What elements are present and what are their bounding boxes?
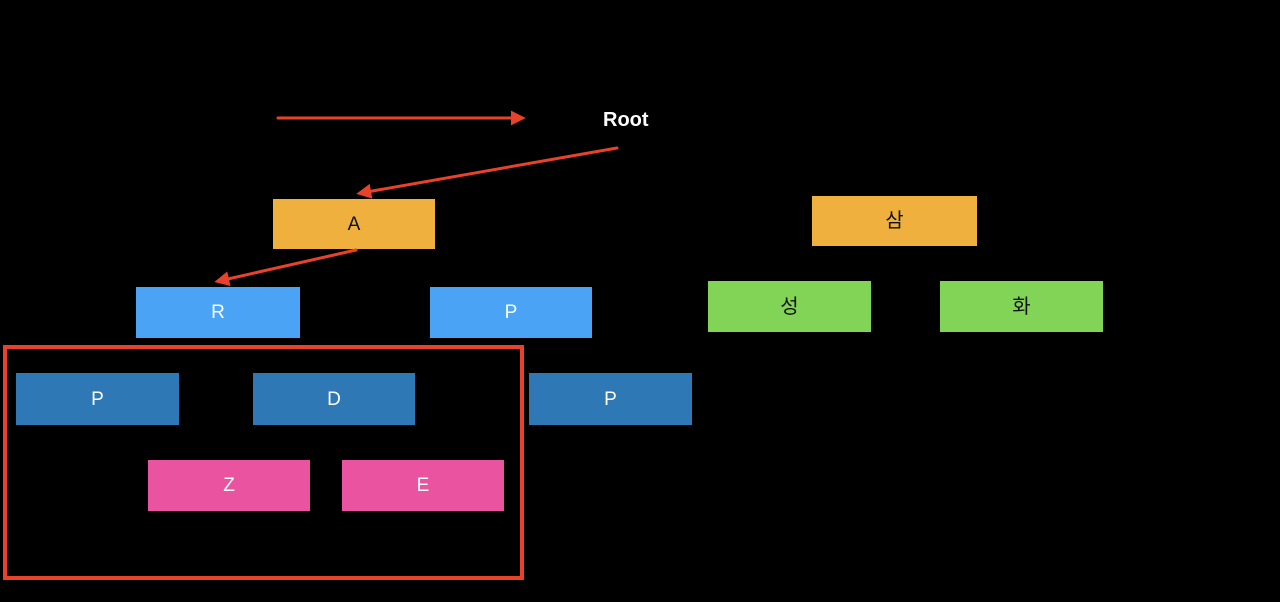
node-label: 성 (780, 295, 799, 318)
arrow-a-to-r (214, 248, 358, 287)
highlight-selection-box[interactable] (3, 345, 524, 580)
node-n-r[interactable]: R (136, 287, 300, 338)
node-n-p-row4a[interactable]: P (16, 373, 179, 425)
node-n-p-row3[interactable]: P (430, 287, 592, 338)
node-n-e[interactable]: E (342, 460, 504, 511)
node-n-d[interactable]: D (253, 373, 415, 425)
arrow-root-to-a (356, 146, 619, 199)
node-label: A (347, 213, 361, 235)
node-label: E (416, 475, 430, 496)
node-label: P (504, 302, 518, 323)
node-n-p-row4b[interactable]: P (529, 373, 692, 425)
node-label: D (327, 388, 341, 410)
node-n-sam[interactable]: 삼 (812, 196, 977, 246)
node-label: 화 (1012, 295, 1031, 318)
node-n-hwa[interactable]: 화 (940, 281, 1103, 332)
node-label: P (604, 388, 617, 410)
node-n-z[interactable]: Z (148, 460, 310, 511)
node-label: R (211, 302, 225, 323)
node-n-a[interactable]: A (273, 199, 435, 249)
node-label: 삼 (885, 210, 904, 232)
node-n-seong[interactable]: 성 (708, 281, 871, 332)
node-label: Z (223, 475, 235, 496)
root-label: Root (603, 109, 649, 131)
node-label: P (91, 388, 104, 410)
